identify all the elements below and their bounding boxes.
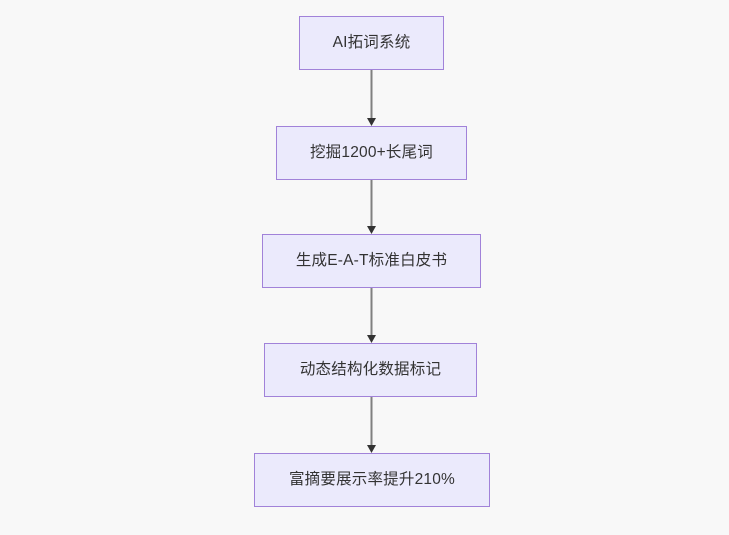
flow-edge	[367, 180, 376, 234]
arrowhead-icon	[367, 226, 376, 234]
flow-node-label: 生成E-A-T标准白皮书	[295, 251, 448, 269]
flow-edge	[367, 288, 376, 343]
flow-node-generate-eat-whitepaper[interactable]: 生成E-A-T标准白皮书	[262, 234, 481, 288]
arrowhead-icon	[367, 335, 376, 343]
flow-edge	[367, 70, 376, 126]
flow-edge	[367, 397, 376, 453]
arrowhead-icon	[367, 445, 376, 453]
arrowhead-icon	[367, 118, 376, 126]
flow-node-mine-longtail-keywords[interactable]: 挖掘1200+长尾词	[276, 126, 467, 180]
flow-node-label: 动态结构化数据标记	[299, 360, 442, 378]
flow-node-label: 富摘要展示率提升210%	[288, 470, 456, 488]
flow-node-label: AI拓词系统	[332, 33, 411, 51]
flow-node-ai-keyword-system[interactable]: AI拓词系统	[299, 16, 444, 70]
flow-node-rich-snippet-increase[interactable]: 富摘要展示率提升210%	[254, 453, 490, 507]
flow-node-label: 挖掘1200+长尾词	[309, 143, 434, 161]
flow-node-dynamic-structured-data[interactable]: 动态结构化数据标记	[264, 343, 477, 397]
